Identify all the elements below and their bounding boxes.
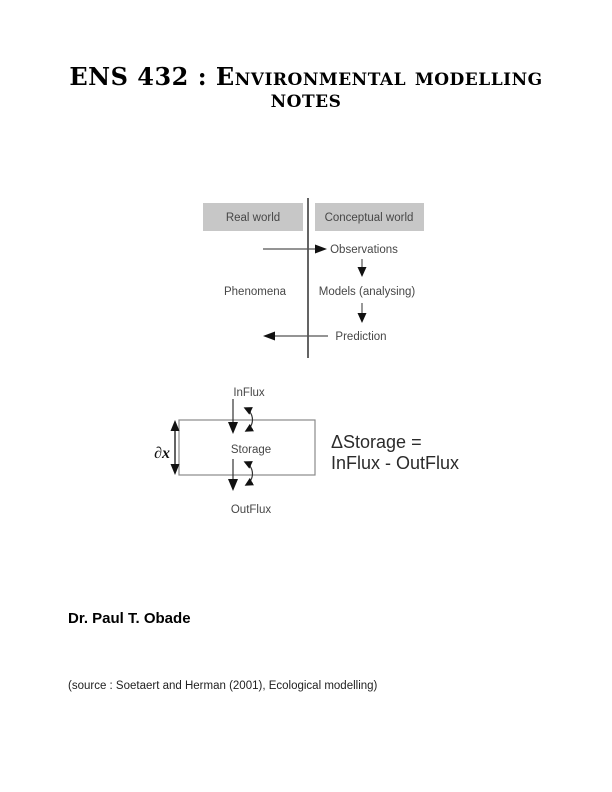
storage-diagram: InFlux Storage OutFlux ∂x ΔStorage = InF… (154, 387, 459, 516)
page-title-line1: ENS 432 : Environmental modelling (69, 62, 543, 91)
source-citation: (source : Soetaert and Herman (2001), Ec… (68, 680, 378, 692)
equation-line2: InFlux - OutFlux (331, 453, 459, 473)
author-name: Dr. Paul T. Obade (68, 610, 191, 627)
outflux-arrow (228, 459, 238, 491)
influx-arrow (228, 399, 238, 434)
equation-line1: ΔStorage = (331, 432, 422, 452)
dx-label: ∂x (154, 445, 170, 462)
phenomena-label: Phenomena (224, 286, 287, 298)
outflux-loop-arrow (243, 461, 255, 486)
models-label: Models (analysing) (319, 286, 416, 298)
influx-label: InFlux (233, 387, 265, 399)
prediction-label: Prediction (335, 331, 386, 343)
storage-label: Storage (231, 444, 271, 456)
page-title-line2: notes (270, 84, 342, 113)
arrow-prediction-to-left (263, 331, 328, 341)
influx-loop-arrow (243, 407, 255, 432)
real-world-box (203, 203, 303, 231)
outflux-label: OutFlux (231, 504, 272, 516)
arrow-right-to-observations (263, 244, 327, 254)
flow-diagram: Real world Conceptual world Observations… (203, 198, 424, 358)
conceptual-world-box (315, 203, 424, 231)
page-title: ENS 432 : Environmental modelling notes (0, 62, 612, 113)
dx-span-arrow (170, 420, 180, 475)
arrow-observations-to-models (357, 259, 367, 277)
observations-label: Observations (330, 244, 398, 256)
conceptual-world-label: Conceptual world (325, 212, 414, 224)
real-world-label: Real world (226, 212, 280, 224)
arrow-models-to-prediction (357, 303, 367, 323)
